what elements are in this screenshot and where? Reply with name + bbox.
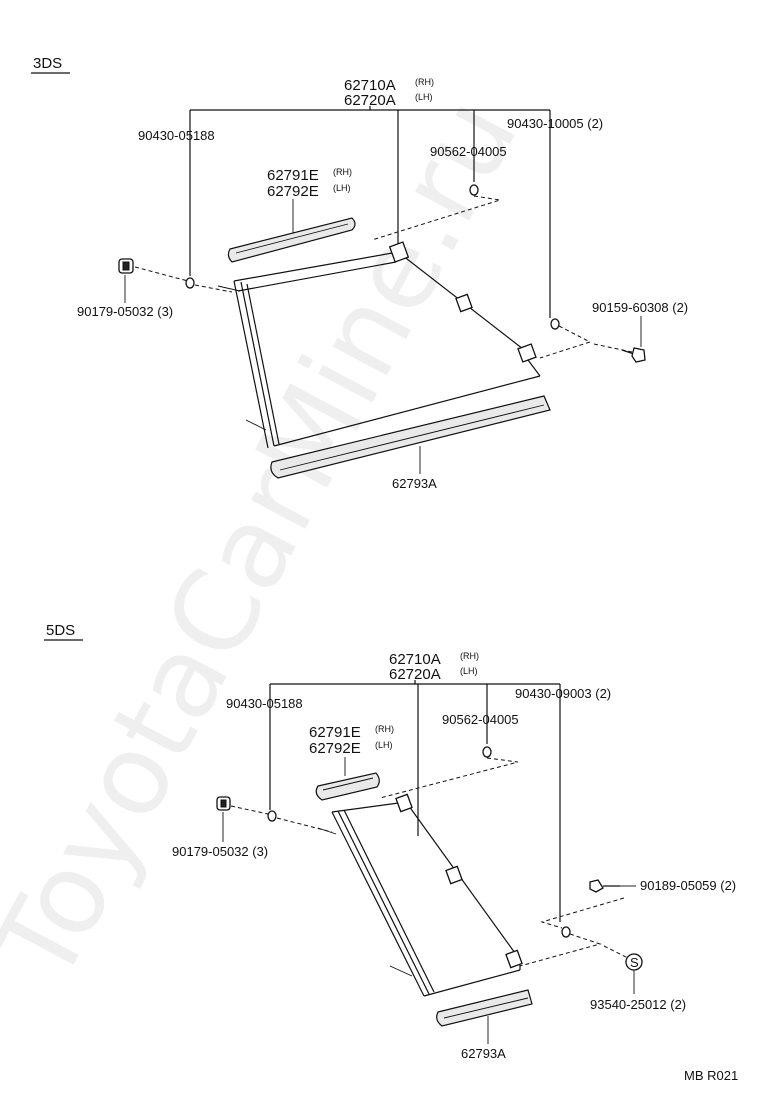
hinge-bracket-top [388, 241, 410, 263]
washer-mid-label-5ds: 90562-04005 [442, 712, 519, 727]
bolt-washer-left-label-5ds: 90430-05188 [226, 696, 303, 711]
hinge-bracket-mid-5ds [445, 865, 463, 885]
bolt-right-label: 90159-60308 (2) [592, 300, 688, 315]
clip-label-5ds: 93540-25012 (2) [590, 997, 686, 1012]
washer-right-label-5ds: 90430-09003 (2) [515, 686, 611, 701]
section-title-3ds: 3DS [33, 55, 62, 72]
cover-lh-number: 62792E [267, 183, 319, 200]
nut-left [118, 258, 134, 274]
washer-left [185, 277, 195, 289]
cover-rh-side: (RH) [333, 167, 352, 177]
section-3ds: 3DS 62710A (RH) 62720A (LH) 90430-05188 … [31, 55, 688, 491]
assy-rh-number-5ds: 62710A [389, 651, 441, 668]
washer-right-label: 90430-10005 (2) [507, 116, 603, 131]
nut-left-label-5ds: 90179-05032 (3) [172, 844, 268, 859]
cover-lh-side: (LH) [333, 183, 351, 193]
garnish-label: 62793A [392, 476, 437, 491]
bolt-right-label-5ds: 90189-05059 (2) [640, 878, 736, 893]
washer-mid [469, 184, 479, 196]
bolt-washer-left-label: 90430-05188 [138, 128, 215, 143]
clip-symbol: S [630, 955, 639, 970]
cover-rh-side-5ds: (RH) [375, 724, 394, 734]
hinge-bracket-bottom [517, 343, 537, 363]
watermark: ToyotaCarMine.ru [0, 78, 543, 1004]
cover-rh-number: 62791E [267, 167, 319, 184]
section-5ds: 5DS 62710A (RH) 62720A (LH) 90430-05188 … [44, 622, 736, 1061]
assy-rh-side: (RH) [415, 77, 434, 87]
hinge-bracket-mid [455, 293, 473, 313]
bolt-right-5ds [589, 879, 620, 893]
assy-lh-side: (LH) [415, 92, 433, 102]
section-title-5ds: 5DS [46, 622, 75, 639]
nut-left-label: 90179-05032 (3) [77, 304, 173, 319]
assy-lh-number: 62720A [344, 92, 396, 109]
assy-lh-number-5ds: 62720A [389, 666, 441, 683]
assy-bracket [189, 106, 551, 318]
sunshade-frame [217, 241, 541, 449]
washer-mid-5ds [482, 746, 492, 758]
assy-lh-side-5ds: (LH) [460, 666, 478, 676]
clip-5ds: S [625, 953, 643, 971]
assy-rh-number: 62710A [344, 77, 396, 94]
nut-left-5ds [216, 796, 231, 811]
assy-rh-side-5ds: (RH) [460, 651, 479, 661]
hinge-bracket-top-5ds [395, 793, 413, 813]
washer-right-5ds [561, 926, 571, 938]
cover-lh-side-5ds: (LH) [375, 740, 393, 750]
washer-left-5ds [267, 810, 277, 822]
sunshade-frame-5ds [317, 793, 523, 997]
washer-right [550, 318, 560, 330]
cover-part [227, 217, 356, 263]
footer-code: MB R021 [684, 1068, 738, 1083]
washer-mid-label: 90562-04005 [430, 144, 507, 159]
garnish-label-5ds: 62793A [461, 1046, 506, 1061]
bolt-right [621, 347, 646, 363]
cover-rh-number-5ds: 62791E [309, 724, 361, 741]
garnish-part-5ds [436, 989, 533, 1027]
assy-bracket-5ds [269, 680, 561, 922]
hinge-bracket-bottom-5ds [505, 949, 523, 969]
cover-part-5ds [315, 772, 380, 801]
cover-lh-number-5ds: 62792E [309, 740, 361, 757]
garnish-part [270, 395, 551, 479]
